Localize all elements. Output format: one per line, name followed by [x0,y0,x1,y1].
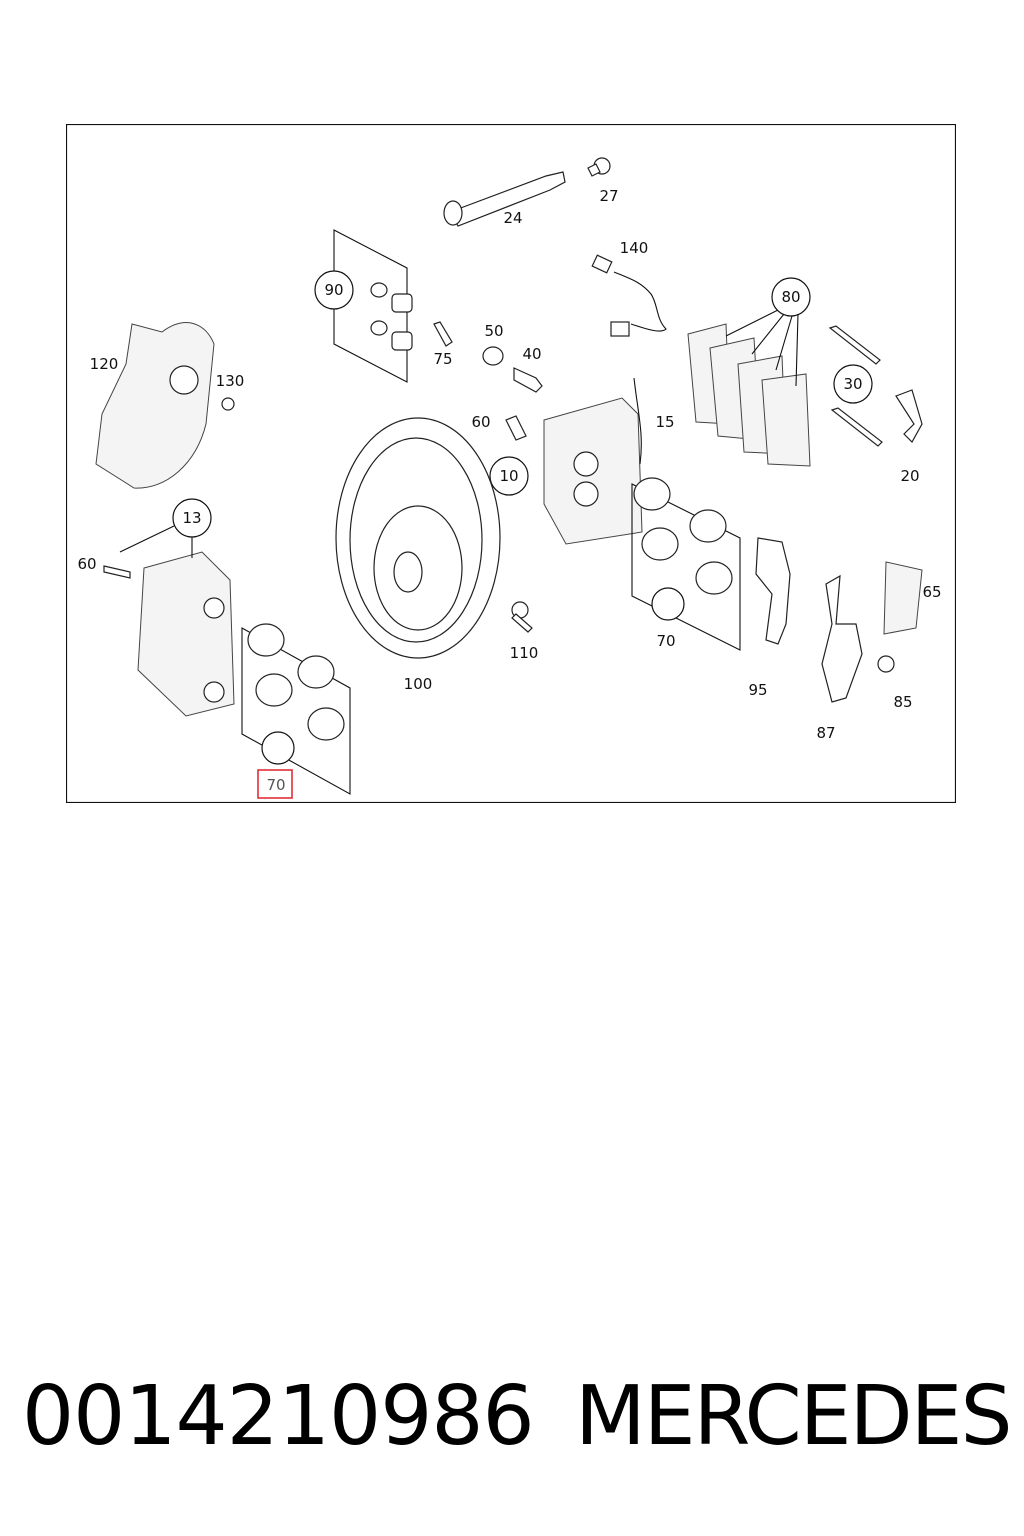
callout-110[interactable]: 110 [510,644,539,662]
shield-plate-87 [821,574,863,703]
splash-shield-120 [95,322,215,489]
bleeder-valve-40 [513,367,543,393]
callout-60-lower[interactable]: 60 [77,555,96,573]
bolt-60-lower [103,565,131,579]
callout-75[interactable]: 75 [433,350,452,368]
callout-15[interactable]: 15 [655,413,674,431]
callout-70-right[interactable]: 70 [656,632,675,650]
pad-65 [883,561,923,635]
callout-85[interactable]: 85 [893,693,912,711]
callout-70-left-highlighted[interactable]: 70 [266,776,285,794]
callout-95[interactable]: 95 [748,681,767,699]
bolt-85 [877,655,895,673]
callout-13[interactable]: 13 [182,509,201,527]
brake-caliper-10 [489,397,643,545]
guide-bolt-24 [443,171,566,227]
footer: 0014210986 MERCEDES [0,1362,1024,1472]
spring-clip-20 [895,389,923,443]
bushing-kit-90 [314,229,413,383]
callout-65[interactable]: 65 [922,583,941,601]
callout-40[interactable]: 40 [522,345,541,363]
callout-130[interactable]: 130 [216,372,245,390]
callout-10[interactable]: 10 [499,467,518,485]
parts-diagram: 24 27 140 90 75 50 40 [66,124,956,803]
callout-120[interactable]: 120 [90,355,119,373]
callout-80[interactable]: 80 [781,288,800,306]
brake-rotor-100 [335,417,501,659]
callout-50[interactable]: 50 [484,322,503,340]
bolt-60-upper [505,415,527,441]
brand-name: MERCEDES [575,1369,1013,1464]
callout-60-upper[interactable]: 60 [471,413,490,431]
seal-kit-70-left [241,623,351,799]
callout-90[interactable]: 90 [324,281,343,299]
wear-sensor-140 [591,254,667,337]
retaining-pins-30 [828,325,883,447]
highlight-box [257,769,293,799]
callout-20[interactable]: 20 [900,467,919,485]
pin-75 [433,321,453,347]
callout-140[interactable]: 140 [620,239,649,257]
screw-110 [511,601,533,633]
cap-50 [482,346,504,366]
callout-30[interactable]: 30 [843,375,862,393]
callout-100[interactable]: 100 [404,675,433,693]
brake-caliper-13 [119,498,235,717]
brake-hose-15 [633,377,642,465]
screw-27 [587,157,611,177]
brake-pads-80 [687,277,811,467]
screw-130 [221,397,235,411]
callout-87[interactable]: 87 [816,724,835,742]
seal-kit-70-right [631,477,741,651]
callout-27[interactable]: 27 [599,187,618,205]
part-number: 0014210986 [22,1369,535,1464]
anti-rattle-spring-95 [755,537,791,645]
callout-24[interactable]: 24 [503,209,522,227]
